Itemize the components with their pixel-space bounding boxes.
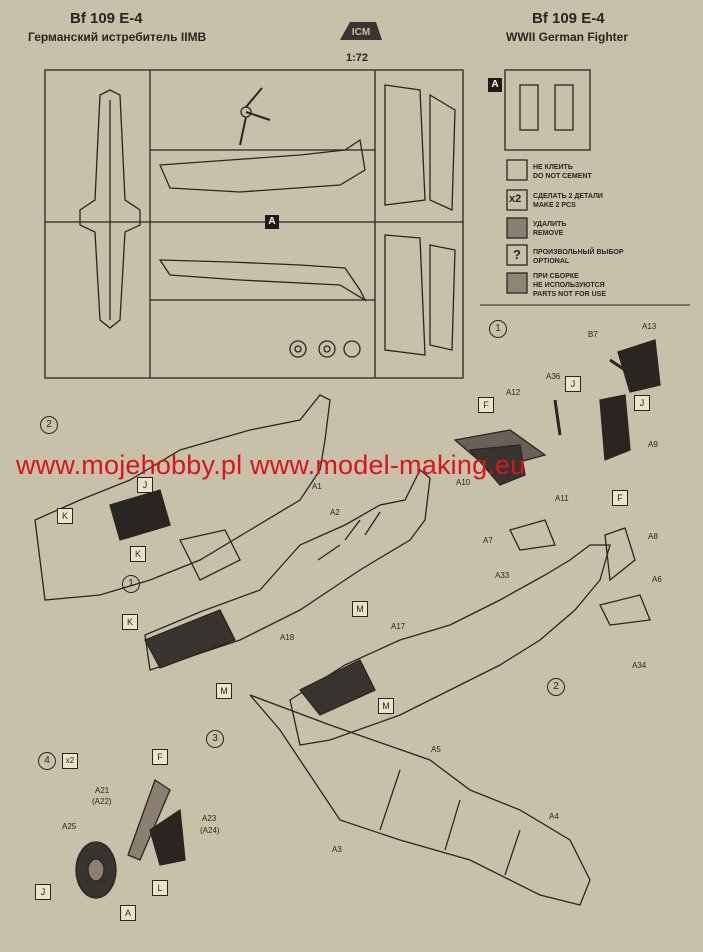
sprue-label: A: [265, 215, 279, 229]
part-label: A5: [431, 745, 441, 754]
step-2-reference: 2: [547, 678, 565, 696]
logo-text: ICM: [352, 27, 370, 38]
part-label: A10: [456, 478, 471, 487]
fuselage-assembled: [289, 544, 611, 746]
make-two-icon: x2: [509, 193, 522, 205]
part-label: A36: [546, 372, 561, 381]
step-4-marker: 4: [38, 752, 56, 770]
part-label: A9: [648, 440, 658, 449]
wing-upper-part: [384, 84, 426, 206]
watermark-text: www.mojehobby.pl www.model-making.eu: [16, 450, 526, 480]
part-label: A12: [506, 388, 521, 397]
callout-f: F: [152, 749, 168, 765]
step-1-marker: 1: [489, 320, 507, 338]
part-label: A11: [555, 494, 569, 503]
scale-label: 1:72: [346, 52, 369, 64]
callout-m: M: [378, 698, 394, 714]
fuselage-half-lower: [158, 259, 367, 302]
part-label: A34: [632, 661, 647, 670]
callout-f: F: [478, 397, 494, 413]
step-1-reference: 1: [122, 575, 140, 593]
fuselage-left-half: [34, 394, 331, 601]
callout-a: A: [120, 905, 136, 921]
part-label: (A24): [200, 826, 220, 835]
callout-j: J: [35, 884, 51, 900]
subtitle-left: Германский истребитель IIMB: [28, 30, 207, 44]
part-label: A18: [280, 633, 295, 642]
optional-icon: ?: [513, 247, 521, 262]
callout-k: K: [122, 614, 138, 630]
fuselage-with-engine: [144, 468, 431, 671]
icm-logo: ICM: [338, 18, 384, 44]
step-2-marker: 2: [40, 416, 58, 434]
callout-l: L: [152, 880, 168, 896]
part-label: A33: [495, 571, 510, 580]
part-label: A21: [95, 786, 110, 795]
callout-k: K: [130, 546, 146, 562]
part-label: A13: [642, 322, 657, 331]
part-label: A25: [62, 822, 77, 831]
subtitle-right: WWII German Fighter: [506, 30, 629, 44]
legend-sprue-label: A: [488, 78, 502, 92]
callout-m: M: [216, 683, 232, 699]
title-left: Bf 109 E-4: [70, 10, 143, 27]
part-label: A23: [202, 814, 217, 823]
wing-assembled: [249, 694, 591, 906]
part-label: B7: [588, 330, 598, 339]
part-label: (A22): [92, 797, 112, 806]
callout-j: J: [137, 477, 153, 493]
wing-lower-part: [384, 234, 426, 356]
title-right: Bf 109 E-4: [532, 10, 605, 27]
part-label: A17: [391, 622, 406, 631]
step-4-multiplier: x2: [62, 753, 78, 769]
callout-j: J: [565, 376, 581, 392]
sprue-frame: [44, 69, 464, 379]
fuselage-half-upper: [159, 138, 366, 193]
part-label: A6: [652, 575, 662, 584]
callout-f: F: [612, 490, 628, 506]
part-label: A3: [332, 845, 342, 854]
step-3-marker: 3: [206, 730, 224, 748]
callout-k: K: [57, 508, 73, 524]
part-label: A8: [648, 532, 658, 541]
wing-top-view: [79, 89, 141, 329]
callout-m: M: [352, 601, 368, 617]
part-label: A4: [549, 812, 559, 821]
part-label: A1: [312, 482, 322, 491]
callout-j: J: [634, 395, 650, 411]
part-label: A7: [483, 536, 493, 545]
part-label: A2: [330, 508, 340, 517]
